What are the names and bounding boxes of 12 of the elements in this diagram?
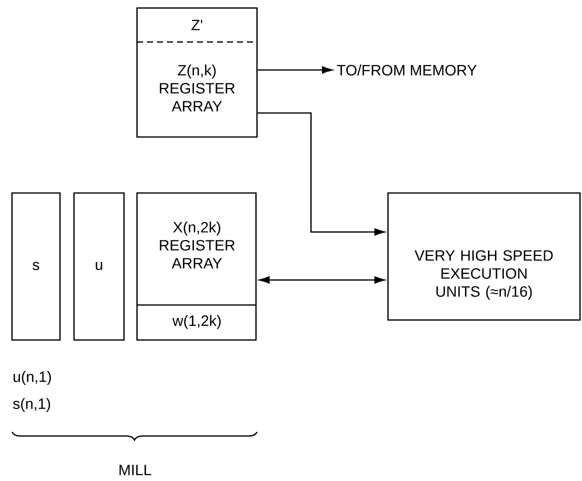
register-box: X(n,2k) REGISTER ARRAY w(1,2k) [136, 192, 257, 341]
memory-label: TO/FROM MEMORY [336, 64, 477, 76]
arrow [259, 276, 385, 284]
arrow [258, 112, 385, 236]
group-label: MILL [120, 464, 152, 476]
register-column: u [73, 192, 125, 341]
dimension-label: u(n,1) [14, 371, 51, 385]
arrow [258, 66, 332, 74]
execution-unit-box: VERY HIGH SPEED EXECUTION UNITS (≈n/16) [387, 192, 581, 321]
register-box: Z' Z(n,k) REGISTER ARRAY [136, 7, 258, 138]
register-column: s [11, 192, 61, 341]
dimension-label: s(n,1) [13, 398, 50, 412]
